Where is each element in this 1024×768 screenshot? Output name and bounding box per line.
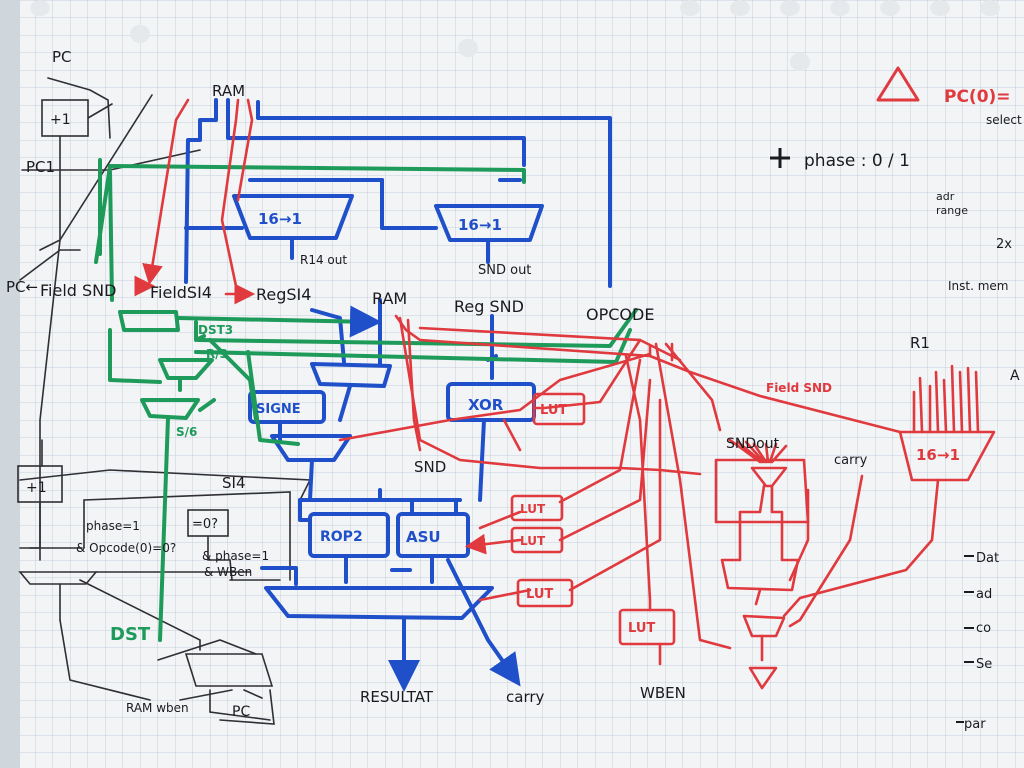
label-lut1: LUT	[520, 502, 546, 516]
plus-mark	[770, 148, 790, 168]
signe-box	[248, 390, 326, 424]
label-snd: SND	[414, 458, 446, 476]
label-r3: R/3	[206, 347, 228, 361]
label-r14out: R14 out	[300, 253, 347, 267]
label-carry-out: carry	[506, 688, 545, 706]
label-warning: PC(0)=	[944, 87, 1011, 107]
label-lut3: LUT	[526, 587, 553, 602]
mux-a-shape	[232, 194, 354, 240]
label-lut-xor: LUT	[540, 403, 567, 418]
label-phase-note: phase : 0 / 1	[804, 151, 910, 171]
label-pc1: PC1	[26, 158, 55, 176]
label-pc: PC	[52, 48, 72, 66]
lut2-box	[510, 526, 564, 554]
label-mux-a: 16→1	[258, 210, 302, 228]
label-plus1-top: +1	[50, 112, 71, 128]
label-pc-arrow: PC←	[6, 278, 38, 296]
blue-labels: 16→1 16→1 SIGNE XOR ROP2 ASU	[256, 210, 504, 546]
label-inst-mem: Inst. mem	[948, 279, 1009, 293]
red-control-path	[134, 66, 996, 690]
label-dst: DST	[110, 624, 151, 645]
label-two-x: 2x	[996, 237, 1012, 252]
green-dst-path	[94, 158, 638, 642]
label-signe: SIGNE	[256, 402, 301, 417]
label-asu: ASU	[406, 528, 441, 546]
label-reg-si4: RegSI4	[256, 285, 311, 304]
label-a-right: A	[1010, 368, 1020, 384]
lut1-box	[510, 494, 564, 522]
label-plus1-left: +1	[26, 480, 47, 496]
binder-holes	[30, 0, 1000, 71]
mux-b-shape	[434, 204, 544, 242]
label-pc-bottom: PC	[232, 704, 250, 720]
label-opcode: OPCODE	[586, 305, 654, 324]
label-si4: SI4	[222, 474, 246, 492]
label-eq0: =0?	[192, 517, 218, 532]
pencil-labels: PC PC1 PC← RAM +1 +1 R14 out SND out Fie…	[6, 48, 1022, 732]
label-r1: R1	[910, 334, 930, 352]
label-ram-wben: RAM wben	[126, 701, 189, 715]
label-s6: S/6	[176, 425, 197, 439]
label-resultat: RESULTAT	[360, 688, 434, 706]
label-xor: XOR	[468, 396, 504, 414]
list-dash-1	[956, 555, 974, 723]
label-mux-b: 16→1	[458, 216, 502, 234]
label-ram-mid: RAM	[372, 289, 407, 308]
lut4-box	[618, 608, 676, 646]
green-labels: DST3 R/3 S/6 DST	[110, 323, 233, 645]
label-field-snd: Field SND	[40, 281, 116, 300]
label-adr: adr	[936, 190, 955, 203]
label-carry-r: carry	[834, 453, 868, 468]
warning-triangle	[876, 66, 920, 102]
lut3-box	[516, 578, 574, 608]
label-opcode-cond: & Opcode(0)=0?	[76, 541, 176, 555]
label-lut2: LUT	[520, 534, 546, 548]
label-field-si4: FieldSI4	[150, 283, 212, 302]
label-ram-top: RAM	[212, 82, 245, 100]
output-mux-shape	[264, 586, 494, 620]
label-reg-snd: Reg SND	[454, 297, 524, 316]
lut-xor-box	[532, 392, 586, 426]
label-dst3: DST3	[198, 323, 233, 337]
label-snd-out-r: SNDout	[726, 436, 780, 452]
label-list-par: par	[964, 717, 986, 732]
label-phase-cond: phase=1	[86, 519, 140, 533]
label-wben: WBEN	[640, 684, 686, 702]
label-rop2: ROP2	[320, 529, 363, 545]
rop2-box	[308, 512, 390, 558]
label-list-dat: Dat	[976, 551, 999, 566]
label-lut4: LUT	[628, 621, 655, 636]
label-mux-r: 16→1	[916, 446, 960, 464]
label-sndout: SND out	[478, 263, 531, 278]
red-labels: LUT LUT LUT LUT LUT 16→1 Field SND PC(0)…	[520, 87, 1011, 636]
label-list-se: Se	[976, 657, 992, 672]
label-select: select	[986, 113, 1022, 127]
label-wben-b: & WBen	[204, 565, 252, 579]
label-phase1b: & phase=1	[202, 549, 269, 563]
label-list-co: co	[976, 621, 991, 636]
blue-datapath	[184, 98, 612, 692]
label-range: range	[936, 204, 968, 217]
label-field-snd-r: Field SND	[766, 381, 832, 395]
label-list-ad: ad	[976, 587, 992, 602]
